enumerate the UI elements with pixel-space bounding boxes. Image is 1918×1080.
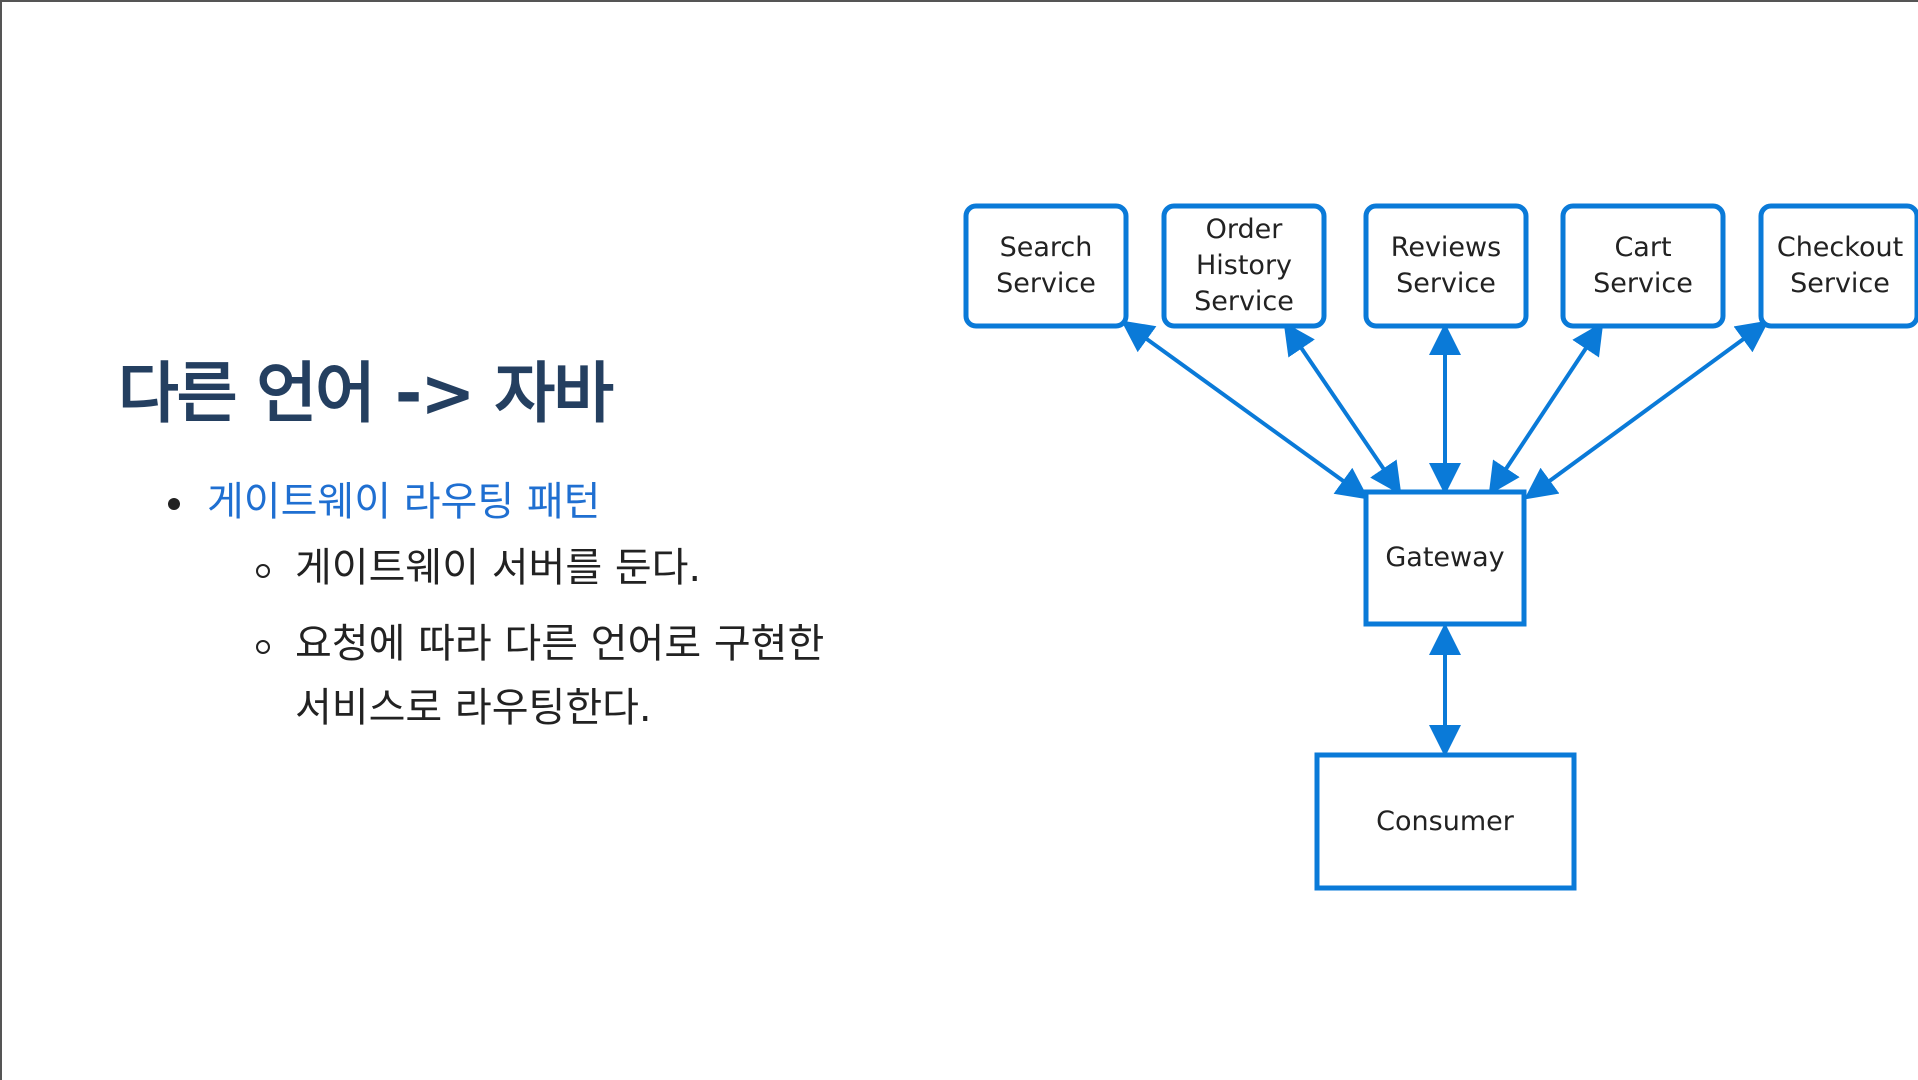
consumer-label: Consumer [1376,806,1515,837]
bullet-dot-icon [168,498,180,510]
bullet-circle-icon [256,640,270,654]
node-label: History [1196,250,1292,281]
connector-checkout-gateway [1524,320,1769,500]
sub-bullet-text: 게이트웨이 서버를 둔다. [295,545,702,591]
service-node-checkout: Checkout Service [1758,203,1918,329]
consumer-node: Consumer [1314,752,1577,891]
node-label: Service [996,268,1096,299]
service-node-search: Search Service [963,203,1129,329]
node-label: Cart [1614,232,1671,263]
bullet-main-text: 게이트웨이 라우팅 패턴 [207,479,601,525]
sub-bullet: 게이트웨이 서버를 둔다. [162,536,862,600]
service-node-reviews: Reviews Service [1363,203,1529,329]
service-node-order-history: Order History Service [1161,203,1327,329]
slide-title: 다른 언어 -> 자바 [118,355,614,432]
node-label: Service [1194,286,1294,317]
node-label: Search [1000,232,1093,263]
bullet-main: 게이트웨이 라우팅 패턴 [162,472,862,532]
connector-search-gateway [1121,320,1369,500]
bullet-circle-icon [256,564,270,578]
connector-order-history-gateway [1283,322,1402,495]
node-label: Order [1206,214,1284,245]
sub-bullet-text: 요청에 따라 다른 언어로 구현한 서비스로 라우팅한다. [295,621,825,731]
node-label: Checkout [1777,232,1903,263]
gateway-node: Gateway [1363,489,1527,627]
connector-cart-gateway [1488,321,1604,496]
service-node-cart: Cart Service [1560,203,1726,329]
node-label: Service [1396,268,1496,299]
node-label: Service [1790,268,1890,299]
sub-bullet: 요청에 따라 다른 언어로 구현한 서비스로 라우팅한다. [162,612,862,740]
gateway-label: Gateway [1385,542,1504,573]
bullet-list: 게이트웨이 라우팅 패턴 게이트웨이 서버를 둔다. 요청에 따라 다른 언어로… [162,472,862,740]
node-label: Reviews [1391,232,1501,263]
node-label: Service [1593,268,1693,299]
